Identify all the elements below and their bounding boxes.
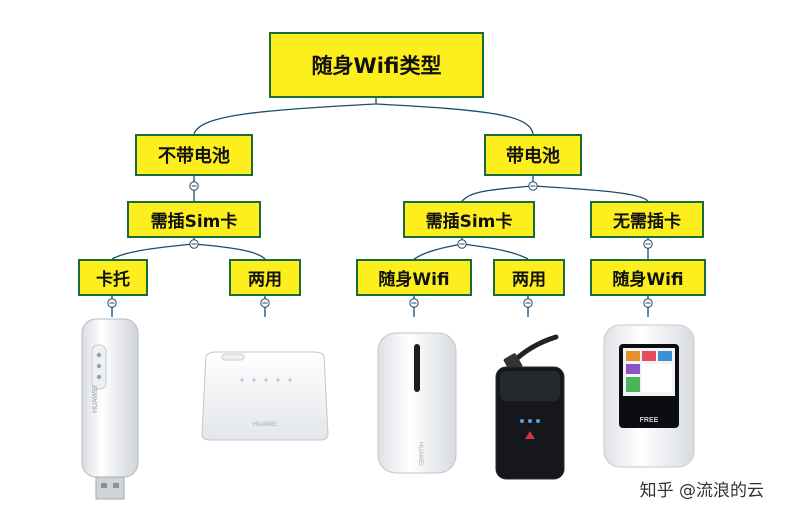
screen-pocket-brand-text: FREE: [640, 417, 659, 424]
connector-battery-left: [461, 185, 534, 202]
collapse-icon: [107, 298, 117, 308]
node-need-sim-left-label: 需插Sim卡: [150, 212, 238, 232]
leaf-card-tray-label: 卡托: [96, 270, 130, 290]
router-brand-text: HUAWEI: [253, 422, 277, 428]
white-pocket-brand-text: HUAWEI: [417, 442, 423, 466]
leaf-pocket-wifi-label: 随身Wifi: [378, 270, 450, 290]
leaf-dual-left: 两用: [229, 259, 301, 296]
collapse-icon: [643, 298, 653, 308]
leaf-pocket-wifi: 随身Wifi: [356, 259, 472, 296]
watermark: 知乎 @流浪的云: [639, 481, 764, 501]
black-pocket-wifi-image: [495, 334, 565, 480]
connector-root-right: [375, 103, 534, 135]
node-no-battery-label: 不带电池: [158, 146, 230, 167]
collapse-icon: [260, 298, 270, 308]
leaf-pocket-wifi-nocard-label: 随身Wifi: [612, 270, 684, 290]
connector-nosim-left-b: [193, 243, 266, 260]
collapse-icon: [528, 181, 538, 191]
collapse-icon: [457, 239, 467, 249]
root-node: 随身Wifi类型: [269, 32, 484, 98]
collapse-icon: [189, 181, 199, 191]
node-no-card: 无需插卡: [590, 201, 704, 238]
usb-brand-text: HUAWEI: [92, 385, 99, 413]
node-need-sim-right: 需插Sim卡: [403, 201, 535, 238]
collapse-icon: [189, 239, 199, 249]
root-label: 随身Wifi类型: [311, 54, 442, 78]
router-box-image: HUAWEI: [201, 351, 329, 441]
node-battery: 带电池: [484, 134, 582, 176]
node-no-card-label: 无需插卡: [613, 212, 681, 232]
connector-root-left: [193, 103, 377, 135]
leaf-card-tray: 卡托: [78, 259, 148, 296]
node-need-sim-left: 需插Sim卡: [127, 201, 261, 238]
usb-dongle-image: HUAWEI: [81, 318, 139, 500]
white-pocket-wifi-image: HUAWEI: [377, 332, 457, 474]
connector-nosim-left-a: [111, 243, 195, 260]
node-need-sim-right-label: 需插Sim卡: [425, 212, 513, 232]
leaf-pocket-wifi-nocard: 随身Wifi: [590, 259, 706, 296]
collapse-icon: [409, 298, 419, 308]
connector-sim-right-b: [461, 243, 529, 260]
collapse-icon: [523, 298, 533, 308]
node-battery-label: 带电池: [506, 146, 560, 167]
node-no-battery: 不带电池: [135, 134, 253, 176]
leaf-dual-left-label: 两用: [248, 270, 282, 290]
leaf-dual-right: 两用: [493, 259, 565, 296]
leaf-dual-right-label: 两用: [512, 270, 546, 290]
connector-sim-right-a: [413, 243, 463, 260]
collapse-icon: [643, 239, 653, 249]
connector-battery-right: [532, 185, 649, 202]
screen-pocket-wifi-image: FREE: [603, 324, 695, 468]
